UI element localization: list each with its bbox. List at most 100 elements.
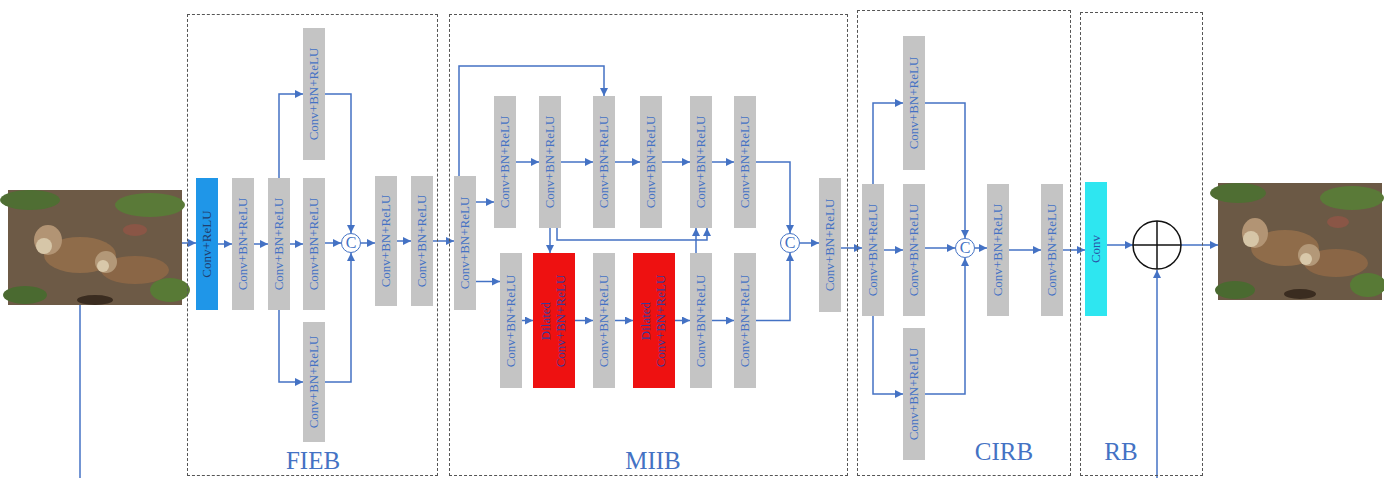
block-label: Conv+BN+ReLU [504, 274, 519, 367]
module-label: CIRB [975, 438, 1033, 466]
block-label: Dilated Conv+BN+ReLU [539, 265, 569, 377]
block-label: Conv+BN+ReLU [907, 57, 922, 150]
flow-arrow [841, 247, 862, 249]
flow-arrow [884, 249, 903, 251]
skip-wire [79, 305, 81, 478]
flow-arrow [1063, 249, 1085, 251]
block-label: Conv+BN+ReLU [236, 198, 251, 291]
conv-block: Conv+BN+ReLU [303, 322, 325, 442]
flow-arrow [975, 247, 987, 249]
block-label: Conv+BN+ReLU [597, 274, 612, 367]
flow-arrow [325, 253, 351, 382]
conv-block: Conv+BN+ReLU [987, 184, 1009, 316]
conv-block: Conv+BN+ReLU [903, 36, 925, 170]
module-label: RB [1104, 438, 1137, 466]
conv-block: Conv+BN+ReLU [1041, 184, 1063, 316]
conv-block: Conv+BN+ReLU [303, 178, 325, 310]
block-label: Conv+ReLU [200, 210, 215, 277]
block-label: Conv+BN+ReLU [644, 116, 659, 209]
flow-arrow [433, 240, 454, 242]
concat-circle: C [341, 233, 361, 253]
flow-arrow [361, 242, 375, 244]
flow-arrow [279, 94, 303, 178]
block-label: Conv+BN+ReLU [823, 199, 838, 292]
flow-arrow [925, 103, 965, 238]
flow-arrow [712, 161, 734, 163]
dilated-conv-block: Dilated Conv+BN+ReLU [633, 253, 675, 388]
block-label: Conv+BN+ReLU [307, 336, 322, 429]
module-group: MIIB Conv+BN+ReLU Conv+BN+ReLU Conv+BN+ReLU… [449, 14, 848, 476]
flow-arrow [290, 243, 303, 245]
concat-label: C [342, 234, 360, 252]
flow-arrow [756, 253, 790, 321]
block-label: Conv+BN+ReLU [458, 197, 473, 290]
module-group: CIRB Conv+BN+ReLU Conv+BN+ReLU Conv+BN+ReLU… [857, 10, 1071, 476]
conv-block: Conv+BN+ReLU [819, 178, 841, 312]
conv-block: Conv+BN+ReLU [903, 328, 925, 460]
block-label: Conv+BN+ReLU [907, 348, 922, 441]
block-label: Conv+BN+ReLU [415, 195, 430, 288]
block-label: Conv+BN+ReLU [307, 198, 322, 291]
block-label: Conv+BN+ReLU [694, 274, 709, 367]
flow-arrow [756, 162, 790, 233]
block-label: Conv+BN+ReLU [738, 116, 753, 209]
output-conv-block: Conv [1085, 182, 1107, 316]
block-label: Conv+BN+ReLU [307, 48, 322, 141]
input-conv-block: Conv+ReLU [196, 178, 218, 310]
concat-circle: C [780, 233, 800, 253]
conv-block: Conv+BN+ReLU [862, 184, 884, 316]
conv-block: Conv+BN+ReLU [539, 96, 561, 228]
conv-block: Conv+BN+ReLU [411, 176, 433, 306]
flow-arrow [476, 281, 500, 283]
flow-arrow [873, 316, 903, 394]
flow-arrow [549, 228, 551, 253]
block-label: Conv+BN+ReLU [866, 204, 881, 297]
block-label: Conv+BN+ReLU [597, 116, 612, 209]
flow-arrow [325, 94, 351, 233]
conv-block: Conv+BN+ReLU [500, 253, 522, 388]
conv-block: Conv+BN+ReLU [593, 253, 615, 388]
block-label: Conv [1089, 235, 1104, 263]
block-label: Conv+BN+ReLU [272, 198, 287, 291]
flow-arrow [516, 161, 539, 163]
flow-arrow [575, 320, 593, 322]
output-arrow [1181, 244, 1218, 246]
block-label: Conv+BN+ReLU [694, 116, 709, 209]
flow-arrow [397, 240, 411, 242]
conv-block: Conv+BN+ReLU [494, 96, 516, 228]
conv-block: Conv+BN+ReLU [690, 96, 712, 228]
flow-arrow [459, 66, 604, 176]
flow-arrow [557, 228, 707, 240]
add-symbol [1133, 221, 1181, 269]
flow-arrow [925, 258, 965, 394]
input-image [0, 190, 190, 305]
flow-arrow [325, 242, 341, 244]
skip-wire [1156, 270, 1158, 478]
module-group: FIEB Conv+ReLU Conv+BN+ReLU Conv+BN+ReLU Con… [187, 14, 438, 476]
flow-arrow [476, 201, 494, 203]
flow-arrow [615, 320, 633, 322]
block-label: Dilated Conv+BN+ReLU [639, 265, 669, 377]
flow-arrow [1009, 249, 1041, 251]
flow-arrow [279, 310, 303, 382]
block-label: Conv+BN+ReLU [1045, 204, 1060, 297]
block-label: Conv+BN+ReLU [907, 204, 922, 297]
block-label: Conv+BN+ReLU [498, 116, 513, 209]
block-label: Conv+BN+ReLU [991, 204, 1006, 297]
conv-block: Conv+BN+ReLU [454, 176, 476, 310]
conv-block: Conv+BN+ReLU [640, 96, 662, 228]
dilated-conv-block: Dilated Conv+BN+ReLU [533, 253, 575, 388]
concat-label: C [956, 239, 974, 257]
module-label: FIEB [286, 447, 340, 475]
flow-arrow [873, 103, 903, 184]
conv-block: Conv+BN+ReLU [734, 253, 756, 388]
flow-arrow [695, 228, 697, 253]
output-image [1210, 183, 1384, 300]
block-label: Conv+BN+ReLU [543, 116, 558, 209]
flow-arrow [712, 320, 734, 322]
conv-block: Conv+BN+ReLU [593, 96, 615, 228]
module-label: MIIB [625, 447, 681, 475]
module-group: RB Conv [1080, 12, 1203, 476]
flow-arrow [675, 320, 690, 322]
flow-arrow [662, 161, 690, 163]
